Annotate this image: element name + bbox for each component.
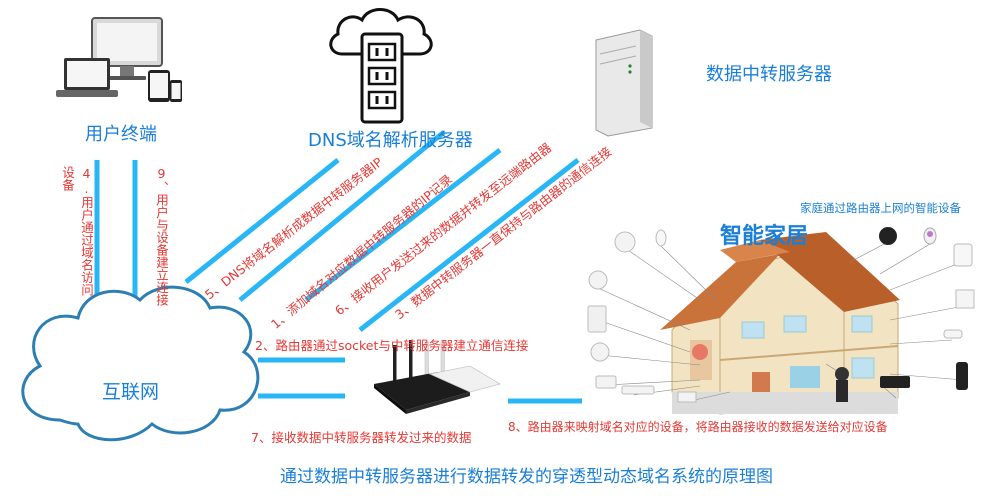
user-devices-icon — [56, 17, 182, 102]
step-7-label: 7、接收数据中转服务器转发过来的数据 — [251, 430, 472, 445]
diagram-caption: 通过数据中转服务器进行数据转发的穿透型动态域名系统的原理图 — [280, 467, 773, 487]
step-2-label: 2、路由器通过socket与中转服务器建立通信连接 — [255, 338, 529, 353]
internet-cloud — [21, 285, 260, 442]
relay-server-label: 数据中转服务器 — [706, 64, 832, 85]
internet-label: 互联网 — [102, 381, 160, 403]
line-step5 — [184, 158, 340, 284]
step-8-label: 8、路由器来映射域名对应的设备，将路由器接收的数据发送给对应设备 — [508, 420, 888, 434]
smart-device-icons — [587, 227, 975, 403]
dns-server-label: DNS域名解析服务器 — [308, 130, 473, 151]
line-step6 — [304, 148, 502, 302]
router-icon — [374, 339, 502, 414]
relay-server-icon — [595, 29, 653, 137]
smart-home-title: 智能家居 — [720, 224, 809, 249]
smart-home-caption: 家庭通过路由器上网的智能设备 — [800, 201, 961, 215]
smart-devices — [597, 241, 965, 403]
line-step3 — [358, 158, 580, 332]
dns-server-icon — [329, 8, 433, 124]
user-terminal-label: 用户终端 — [85, 124, 157, 145]
line-step1 — [238, 130, 446, 302]
step-9-label: 9、用户与设备建立连接 — [154, 166, 169, 306]
step-4-label: 4.用户通过域名访问设备 — [60, 166, 94, 296]
